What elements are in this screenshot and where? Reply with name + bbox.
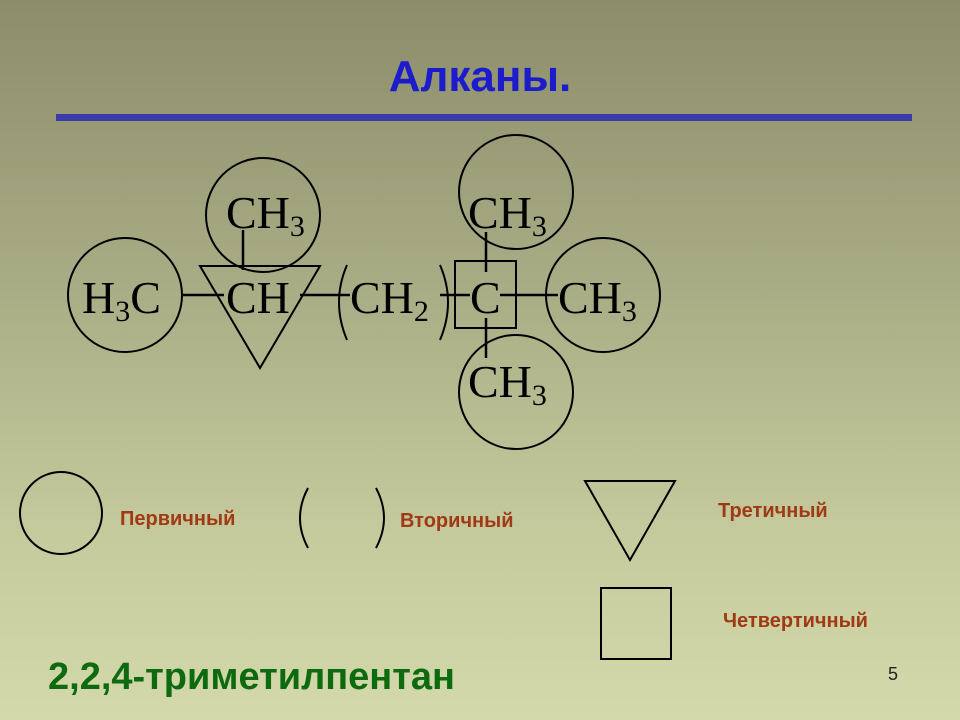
ch-group: CH — [226, 272, 290, 323]
ch3-top-left: CH3 — [226, 187, 305, 243]
legend-tertiary-label: Третичный — [718, 500, 828, 522]
ch3-bottom: CH3 — [468, 356, 547, 412]
legend-quaternary-square-icon — [600, 587, 672, 660]
secondary-marker-paren-left — [338, 264, 348, 341]
legend-tertiary-triangle-icon — [583, 480, 677, 563]
ch2-group: CH2 — [350, 272, 429, 328]
quaternary-marker-square — [454, 260, 517, 329]
ch3-right: CH3 — [558, 272, 637, 328]
primary-marker-circle — [458, 134, 574, 250]
legend-secondary-label: Вторичный — [400, 510, 514, 532]
primary-marker-circle — [205, 157, 321, 273]
primary-marker-circle — [545, 237, 661, 353]
legend-primary-label: Первичный — [120, 508, 236, 530]
legend-secondary-paren-left-icon — [299, 487, 309, 549]
compound-name: 2,2,4-триметилпентан — [48, 656, 455, 698]
c-quaternary-atom: C — [470, 272, 501, 323]
secondary-marker-paren-right — [439, 264, 449, 341]
slide-title: Алканы. — [388, 52, 572, 101]
legend-secondary-paren-right-icon — [375, 487, 385, 549]
primary-marker-circle — [67, 237, 183, 353]
legend-quaternary-label: Четвертичный — [723, 610, 868, 632]
tertiary-marker-triangle — [198, 265, 322, 370]
title-divider — [56, 114, 912, 121]
ch3-top-right: CH3 — [468, 187, 547, 243]
h3c-group: H3C — [82, 272, 161, 328]
page-number: 5 — [888, 664, 899, 684]
legend-primary-circle-icon — [19, 471, 103, 555]
primary-marker-circle — [458, 334, 574, 450]
